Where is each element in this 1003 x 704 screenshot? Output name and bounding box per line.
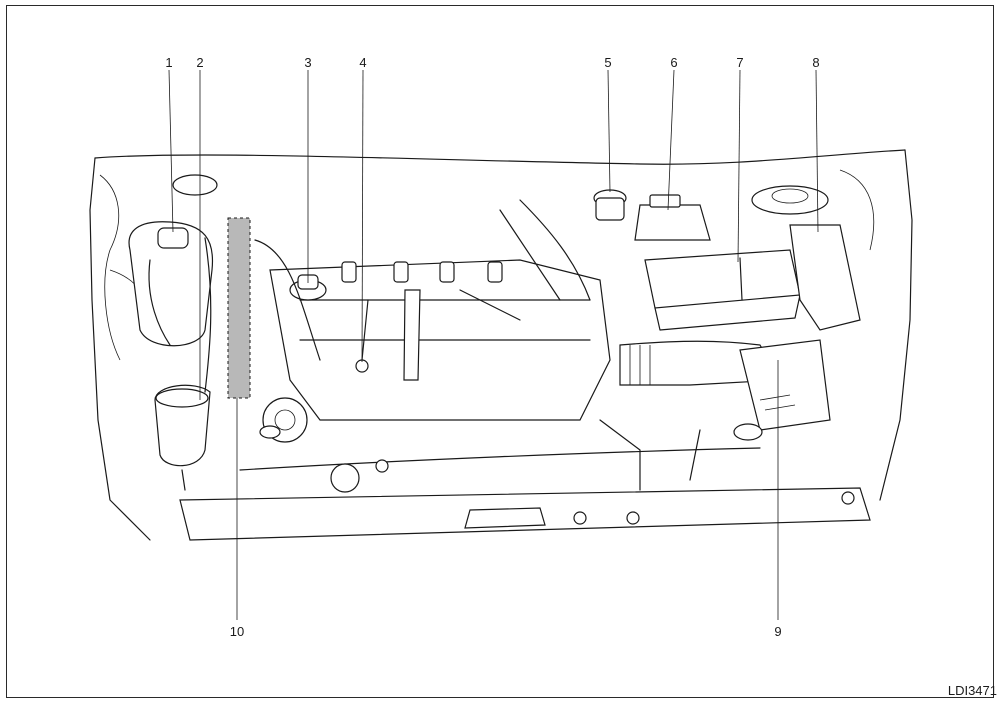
callout-7: 7: [736, 55, 744, 70]
callout-8: 8: [812, 55, 820, 70]
callout-9: 9: [774, 624, 782, 639]
figure-code: LDI3471: [947, 683, 997, 698]
callout-4: 4: [359, 55, 367, 70]
callout-5: 5: [604, 55, 612, 70]
callout-3: 3: [304, 55, 312, 70]
callout-6: 6: [670, 55, 678, 70]
callout-2: 2: [196, 55, 204, 70]
callout-1: 1: [165, 55, 173, 70]
callout-10: 10: [229, 624, 245, 639]
figure-frame: [6, 5, 994, 698]
